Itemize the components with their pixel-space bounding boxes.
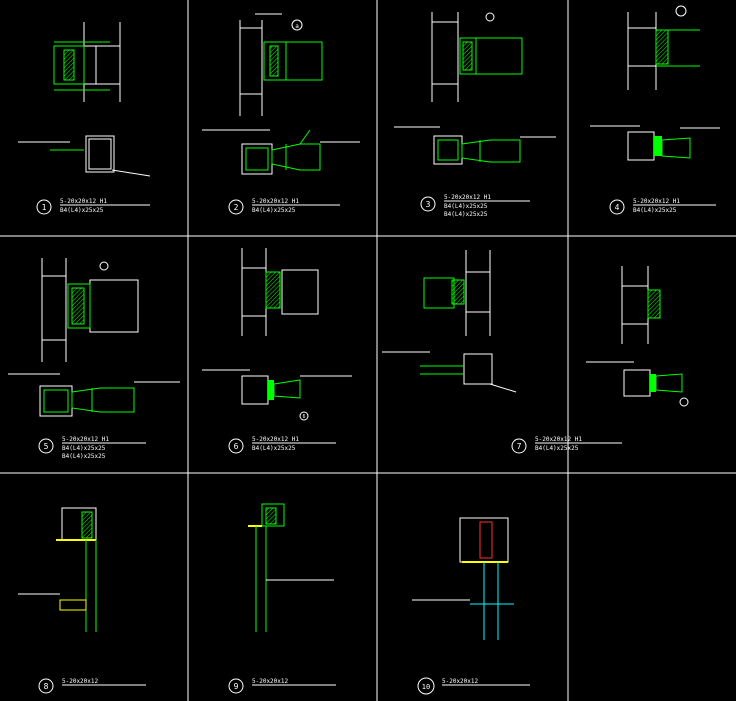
detail-4[interactable]: 4 5-20x20x12 H1 B4(L4)x25x25 <box>590 5 720 215</box>
detail-title: 5-20x20x12 H1 <box>252 436 299 443</box>
detail-subtitle: B4(L4)x25x25 <box>535 445 579 452</box>
detail-subtitle: B4(L4)x25x25 <box>62 445 106 452</box>
detail-subtitle: B4(L4)x25x25 <box>60 207 104 214</box>
detail-number: 3 <box>426 200 431 209</box>
detail-number: 1 <box>42 203 47 212</box>
detail-subtitle-2: B4(L4)x25x25 <box>62 453 106 460</box>
detail-number: 4 <box>615 203 620 212</box>
detail-title: 5-20x20x12 H1 <box>252 198 299 205</box>
detail-number: 5 <box>44 442 49 451</box>
detail-number: 9 <box>234 682 239 691</box>
detail-title: 5-20x20x12 <box>252 678 289 685</box>
detail-number: 2 <box>234 203 239 212</box>
tag-a: a <box>295 23 299 30</box>
detail-number: 7 <box>517 442 522 451</box>
detail-title: 5-20x20x12 <box>442 678 479 685</box>
detail-title: 5-20x20x12 H1 <box>62 436 109 443</box>
detail-3[interactable]: 3 5-20x20x12 H1 B4(L4)x25x25 B4(L4)x25x2… <box>394 12 556 218</box>
detail-title: 5-20x20x12 H1 <box>535 436 582 443</box>
detail-subtitle: B4(L4)x25x25 <box>444 203 488 210</box>
detail-10[interactable]: 10 5-20x20x12 <box>412 517 530 695</box>
detail-8[interactable]: 8 5-20x20x12 <box>18 507 146 694</box>
detail-subtitle: B4(L4)x25x25 <box>252 445 296 452</box>
detail-5[interactable]: 5 5-20x20x12 H1 B4(L4)x25x25 B4(L4)x25x2… <box>8 258 180 460</box>
detail-title: 5-20x20x12 H1 <box>444 194 491 201</box>
tag-six: 6 <box>302 414 305 420</box>
detail-number: 6 <box>234 442 239 451</box>
detail-1[interactable]: 1 5-20x20x12 H1 B4(L4)x25x25 <box>18 22 151 215</box>
detail-number: 8 <box>44 682 49 691</box>
detail-number-bubble <box>36 199 52 215</box>
detail-9[interactable]: 9 5-20x20x12 <box>228 503 336 694</box>
detail-subtitle: B4(L4)x25x25 <box>252 207 296 214</box>
detail-subtitle-2: B4(L4)x25x25 <box>444 211 488 218</box>
detail-number: 10 <box>422 683 430 691</box>
detail-title: 5-20x20x12 <box>62 678 99 685</box>
detail-subtitle: B4(L4)x25x25 <box>633 207 677 214</box>
detail-7[interactable]: 7 5-20x20x12 H1 B4(L4)x25x25 <box>382 250 689 454</box>
detail-6[interactable]: 6 6 5-20x20x12 H1 B4(L4)x25x25 <box>202 248 352 454</box>
detail-2[interactable]: a 2 5-20x20x12 H1 B4(L4)x25x25 <box>202 13 360 215</box>
detail-title: 5-20x20x12 H1 <box>60 198 107 205</box>
detail-title: 5-20x20x12 H1 <box>633 198 680 205</box>
